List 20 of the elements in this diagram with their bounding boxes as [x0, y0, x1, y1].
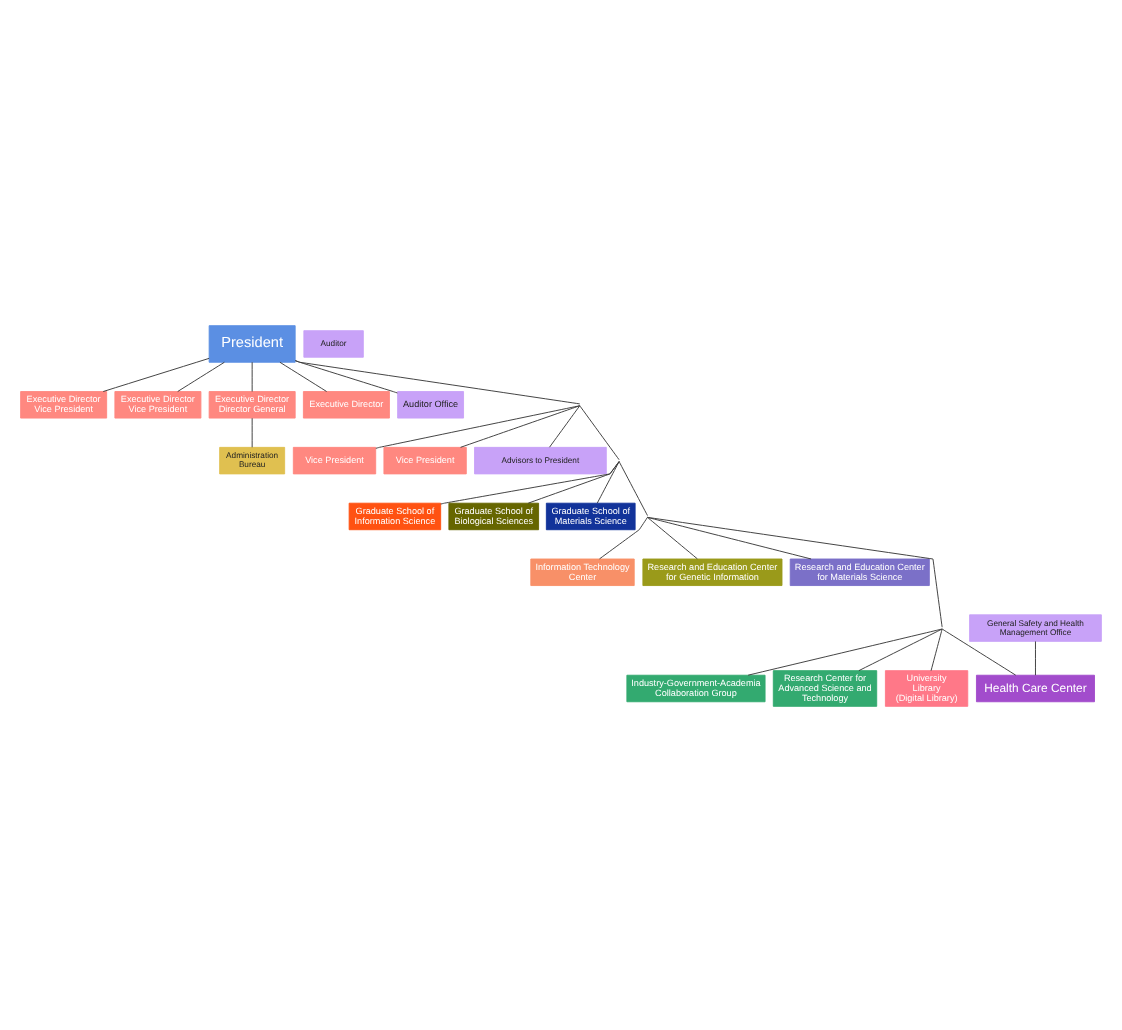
connector: [440, 404, 620, 504]
connector: [858, 627, 943, 671]
connector: [647, 515, 698, 559]
connector: [294, 359, 581, 448]
connector: [1035, 639, 1036, 675]
connector: [549, 404, 581, 447]
connector: [251, 416, 253, 447]
connector: [527, 460, 620, 503]
connector: [102, 356, 210, 391]
connector: [941, 627, 1017, 675]
connector: [930, 627, 943, 671]
connector: [599, 460, 648, 559]
connector: [251, 360, 253, 391]
connector: [460, 404, 581, 447]
connector: [177, 360, 225, 391]
connector: [647, 515, 943, 675]
connector: [647, 515, 812, 559]
connector: [279, 360, 328, 391]
node-box: President: [208, 324, 296, 362]
connector: [596, 460, 620, 503]
